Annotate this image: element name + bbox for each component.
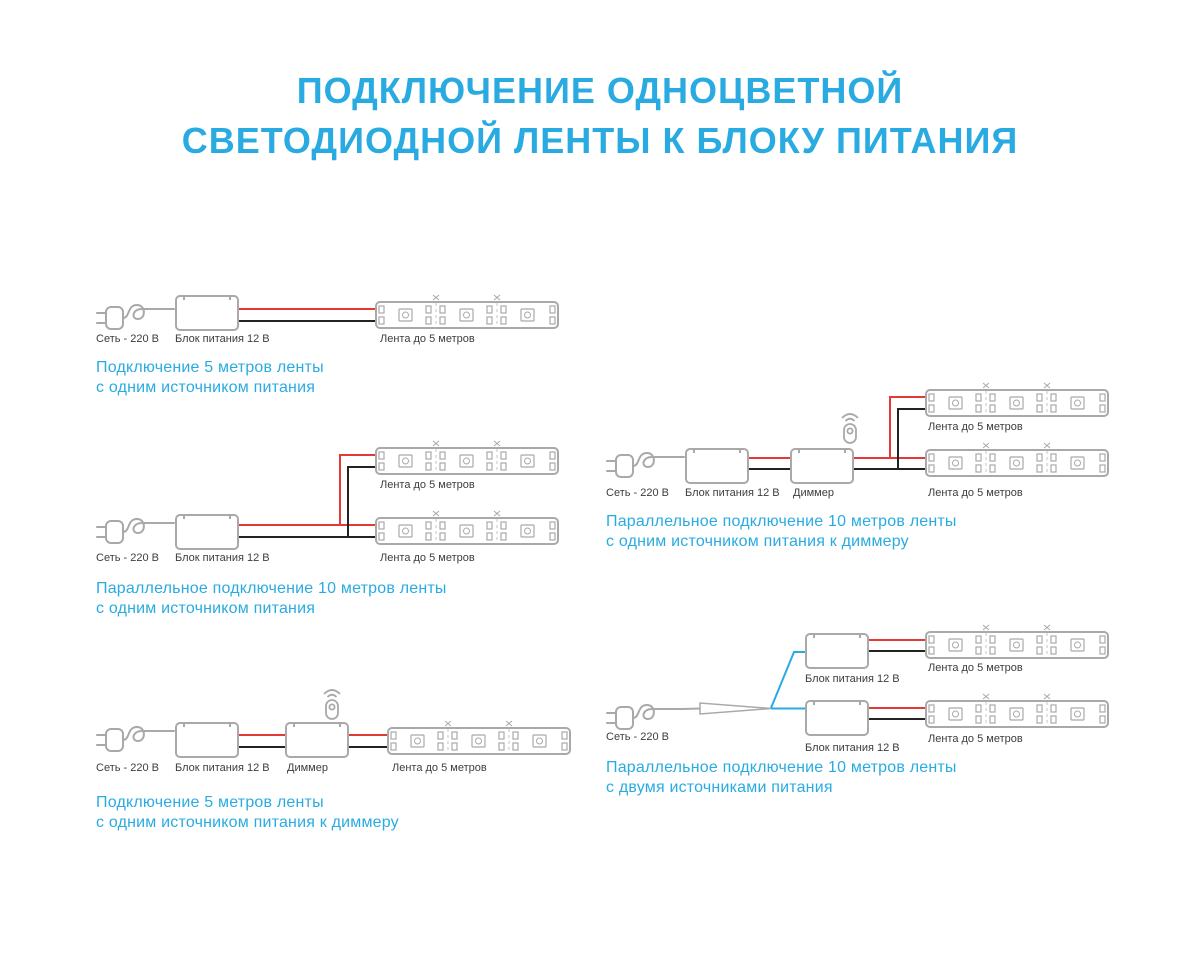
strip-label: Лента до 5 метров xyxy=(928,487,1023,499)
wire-black xyxy=(749,408,927,470)
strip-label: Лента до 5 метров xyxy=(392,762,487,774)
led-strip xyxy=(925,382,1109,417)
led-strip xyxy=(925,693,1109,728)
remote-icon xyxy=(323,689,341,720)
strip-label: Лента до 5 метров xyxy=(928,733,1023,745)
mains-label: Сеть - 220 В xyxy=(606,731,669,743)
strip-label: Лента до 5 метров xyxy=(380,479,475,491)
psu-label: Блок питания 12 В xyxy=(805,673,900,685)
diagram-5-caption: Параллельное подключение 10 метров ленты… xyxy=(606,758,957,798)
wire-blue xyxy=(770,651,806,710)
caption-line: с одним источником питания xyxy=(96,379,316,396)
power-supply-box xyxy=(175,295,239,331)
plug-icon xyxy=(96,518,175,544)
caption-line: Подключение 5 метров ленты xyxy=(96,794,324,811)
diagram-4-caption: Параллельное подключение 10 метров ленты… xyxy=(606,512,957,552)
diagram-5-parallel-10m-two-psu: Лента до 5 метров Блок питания 12 В Сеть… xyxy=(606,624,1109,754)
wire-black xyxy=(869,650,927,720)
diagram-1-caption: Подключение 5 метров ленты с одним источ… xyxy=(96,358,324,398)
diagram-2-caption: Параллельное подключение 10 метров ленты… xyxy=(96,579,447,619)
diagram-2-parallel-10m: Лента до 5 метров Сеть - 220 В Блок пита… xyxy=(96,440,559,564)
diagram-4-parallel-10m-dimmer: Лента до 5 метров Сеть - 220 В Блок пита… xyxy=(606,382,1109,499)
strip-label: Лента до 5 метров xyxy=(928,421,1023,433)
psu-label: Блок питания 12 В xyxy=(175,333,270,345)
strip-label: Лента до 5 метров xyxy=(380,333,475,345)
led-strip xyxy=(387,720,571,755)
power-supply-box xyxy=(175,514,239,550)
led-strip xyxy=(375,440,559,475)
dimmer-label: Диммер xyxy=(793,487,834,499)
led-strip xyxy=(925,442,1109,477)
strip-label: Лента до 5 метров xyxy=(380,552,475,564)
dimmer-box xyxy=(285,722,349,758)
caption-line: с одним источником питания к диммеру xyxy=(606,533,909,550)
dimmer-box xyxy=(790,448,854,484)
plug-icon xyxy=(96,304,175,330)
mains-label: Сеть - 220 В xyxy=(96,333,159,345)
cable-splitter-icon xyxy=(699,702,772,715)
diagram-3-5m-dimmer: Сеть - 220 В Блок питания 12 В Диммер Ле… xyxy=(96,689,571,774)
wire-red xyxy=(869,639,927,709)
dimmer-label: Диммер xyxy=(287,762,328,774)
title-line-1: ПОДКЛЮЧЕНИЕ ОДНОЦВЕТНОЙ xyxy=(296,70,904,111)
mains-label: Сеть - 220 В xyxy=(606,487,669,499)
caption-line: с одним источником питания к диммеру xyxy=(96,814,399,831)
power-supply-box xyxy=(805,633,869,669)
caption-line: Параллельное подключение 10 метров ленты xyxy=(606,513,957,530)
remote-icon xyxy=(841,413,859,444)
power-supply-box xyxy=(175,722,239,758)
title-line-2: СВЕТОДИОДНОЙ ЛЕНТЫ К БЛОКУ ПИТАНИЯ xyxy=(181,120,1019,161)
led-strip xyxy=(375,294,559,329)
mains-label: Сеть - 220 В xyxy=(96,762,159,774)
psu-label: Блок питания 12 В xyxy=(175,762,270,774)
led-strip xyxy=(375,510,559,545)
led-strip xyxy=(925,624,1109,659)
psu-label: Блок питания 12 В xyxy=(175,552,270,564)
plug-icon xyxy=(606,452,685,478)
plug-icon xyxy=(606,704,685,730)
power-supply-box xyxy=(805,700,869,736)
mains-cord xyxy=(681,707,701,710)
page-title: ПОДКЛЮЧЕНИЕ ОДНОЦВЕТНОЙ СВЕТОДИОДНОЙ ЛЕН… xyxy=(0,66,1200,166)
wire-red xyxy=(749,396,927,459)
wire-red xyxy=(239,454,377,526)
caption-line: с двумя источниками питания xyxy=(606,779,833,796)
wire-black xyxy=(239,466,377,538)
mains-label: Сеть - 220 В xyxy=(96,552,159,564)
caption-line: с одним источником питания xyxy=(96,600,316,617)
power-supply-box xyxy=(685,448,749,484)
plug-icon xyxy=(96,726,175,752)
strip-label: Лента до 5 метров xyxy=(928,662,1023,674)
psu-label: Блок питания 12 В xyxy=(685,487,780,499)
diagram-1-single-5m: Сеть - 220 В Блок питания 12 В Лента до … xyxy=(96,294,559,345)
caption-line: Параллельное подключение 10 метров ленты xyxy=(606,759,957,776)
caption-line: Параллельное подключение 10 метров ленты xyxy=(96,580,447,597)
caption-line: Подключение 5 метров ленты xyxy=(96,359,324,376)
diagram-3-caption: Подключение 5 метров ленты с одним источ… xyxy=(96,793,399,833)
psu-label: Блок питания 12 В xyxy=(805,742,900,754)
